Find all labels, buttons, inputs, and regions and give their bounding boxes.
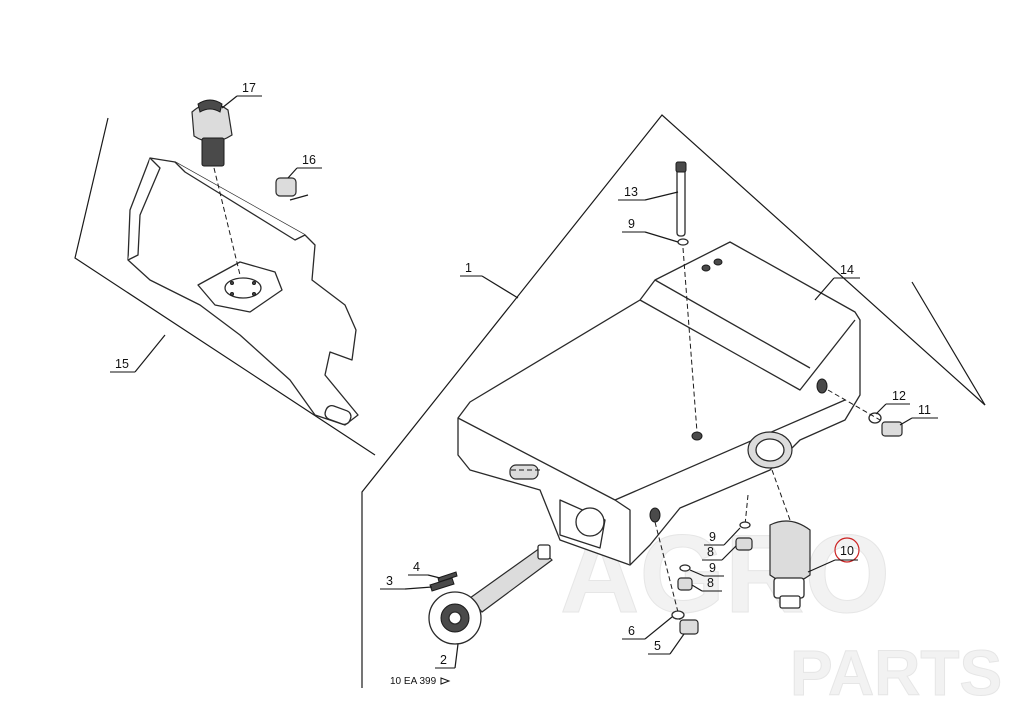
svg-text:13: 13 (624, 185, 638, 199)
drain-fittings-lower (654, 494, 753, 635)
watermark-line2: PARTS (790, 637, 1002, 709)
callout-2: 2 (435, 643, 459, 669)
svg-text:10: 10 (840, 544, 854, 558)
callout-5: 5 (648, 633, 685, 655)
svg-text:11: 11 (918, 403, 931, 417)
drawing-reference: 10 EA 399 (390, 676, 451, 687)
level-sender (675, 161, 698, 433)
svg-text:9: 9 (709, 561, 716, 575)
callout-12: 12 (875, 389, 910, 415)
svg-text:2: 2 (440, 653, 447, 667)
svg-text:3: 3 (386, 574, 393, 588)
callout-6: 6 (622, 616, 673, 640)
svg-text:8: 8 (707, 576, 714, 590)
svg-text:17: 17 (242, 81, 256, 95)
filter-element (769, 469, 811, 609)
arrow-icon (440, 677, 451, 685)
callout-15: 15 (110, 334, 166, 373)
svg-text:9: 9 (709, 530, 716, 544)
svg-text:9: 9 (628, 217, 635, 231)
callout-9b: 9 (704, 527, 741, 546)
group-boundaries (74, 114, 986, 688)
svg-text:4: 4 (413, 560, 420, 574)
callout-8b: 8 (691, 576, 722, 592)
svg-text:8: 8 (707, 545, 714, 559)
main-tank (457, 241, 861, 566)
callout-11: 11 (899, 403, 938, 426)
svg-text:14: 14 (840, 263, 854, 277)
filler-cap (191, 99, 241, 276)
callout-13: 13 (618, 185, 679, 201)
drain-fittings-right (827, 389, 903, 437)
svg-text:16: 16 (302, 153, 316, 167)
svg-text:1: 1 (465, 261, 472, 275)
boundary-tank-main (361, 114, 986, 688)
boundary-tank-top (74, 117, 376, 456)
svg-text:12: 12 (892, 389, 906, 403)
tank-upper-shell (127, 157, 359, 426)
sender-unit (428, 469, 553, 645)
highlight-circle (834, 537, 860, 563)
callout-17: 17 (221, 81, 262, 109)
callout-1: 1 (460, 261, 519, 299)
callout-4: 4 (408, 560, 441, 579)
plug-16 (275, 177, 309, 201)
svg-text:5: 5 (654, 639, 661, 653)
callout-14: 14 (814, 263, 860, 301)
boundary-right-edge (911, 281, 986, 406)
callout-9c: 9 (689, 561, 724, 577)
callout-3: 3 (380, 574, 433, 590)
callout-10: 10 (807, 537, 860, 573)
svg-text:10 EA 399: 10 EA 399 (390, 676, 437, 687)
callout-8a: 8 (702, 545, 737, 561)
svg-text:6: 6 (628, 624, 635, 638)
callouts: 1 2 3 4 5 6 8 8 (110, 81, 938, 669)
svg-text:15: 15 (115, 357, 129, 371)
callout-9a: 9 (622, 217, 679, 243)
callout-16: 16 (287, 153, 322, 179)
